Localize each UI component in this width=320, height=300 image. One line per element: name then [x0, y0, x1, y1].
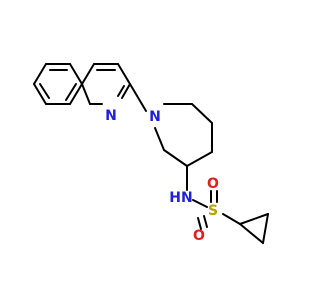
bond [197, 217, 202, 230]
atom-oxygen-top: O [207, 176, 219, 192]
bond [69, 63, 83, 85]
bond [81, 83, 91, 105]
bond [154, 127, 165, 151]
bond [222, 213, 241, 225]
molecule-structure-diagram: N N HN S O O [33, 63, 269, 244]
bond [39, 83, 50, 99]
bond [191, 103, 213, 124]
bond [117, 85, 125, 97]
bond [129, 83, 147, 112]
atom-n-quinoline: N [105, 108, 117, 124]
bond [192, 199, 208, 208]
bond [163, 149, 188, 167]
bond [69, 83, 83, 105]
bond [65, 83, 77, 101]
bond [33, 83, 47, 105]
atom-nh: HN [169, 190, 192, 206]
bond [203, 215, 208, 228]
bond [117, 63, 131, 85]
bond [239, 213, 269, 225]
bonds [33, 63, 269, 244]
atom-sulfur: S [208, 203, 218, 219]
atom-labels: N N HN S O O [105, 108, 219, 244]
atom-n-piperidine: N [149, 109, 161, 125]
bond [239, 223, 264, 244]
atom-oxygen-bottom: O [193, 228, 205, 244]
bond [262, 213, 269, 244]
bond [121, 83, 131, 99]
bond [81, 63, 95, 85]
bond [186, 151, 213, 167]
bond [33, 63, 47, 85]
